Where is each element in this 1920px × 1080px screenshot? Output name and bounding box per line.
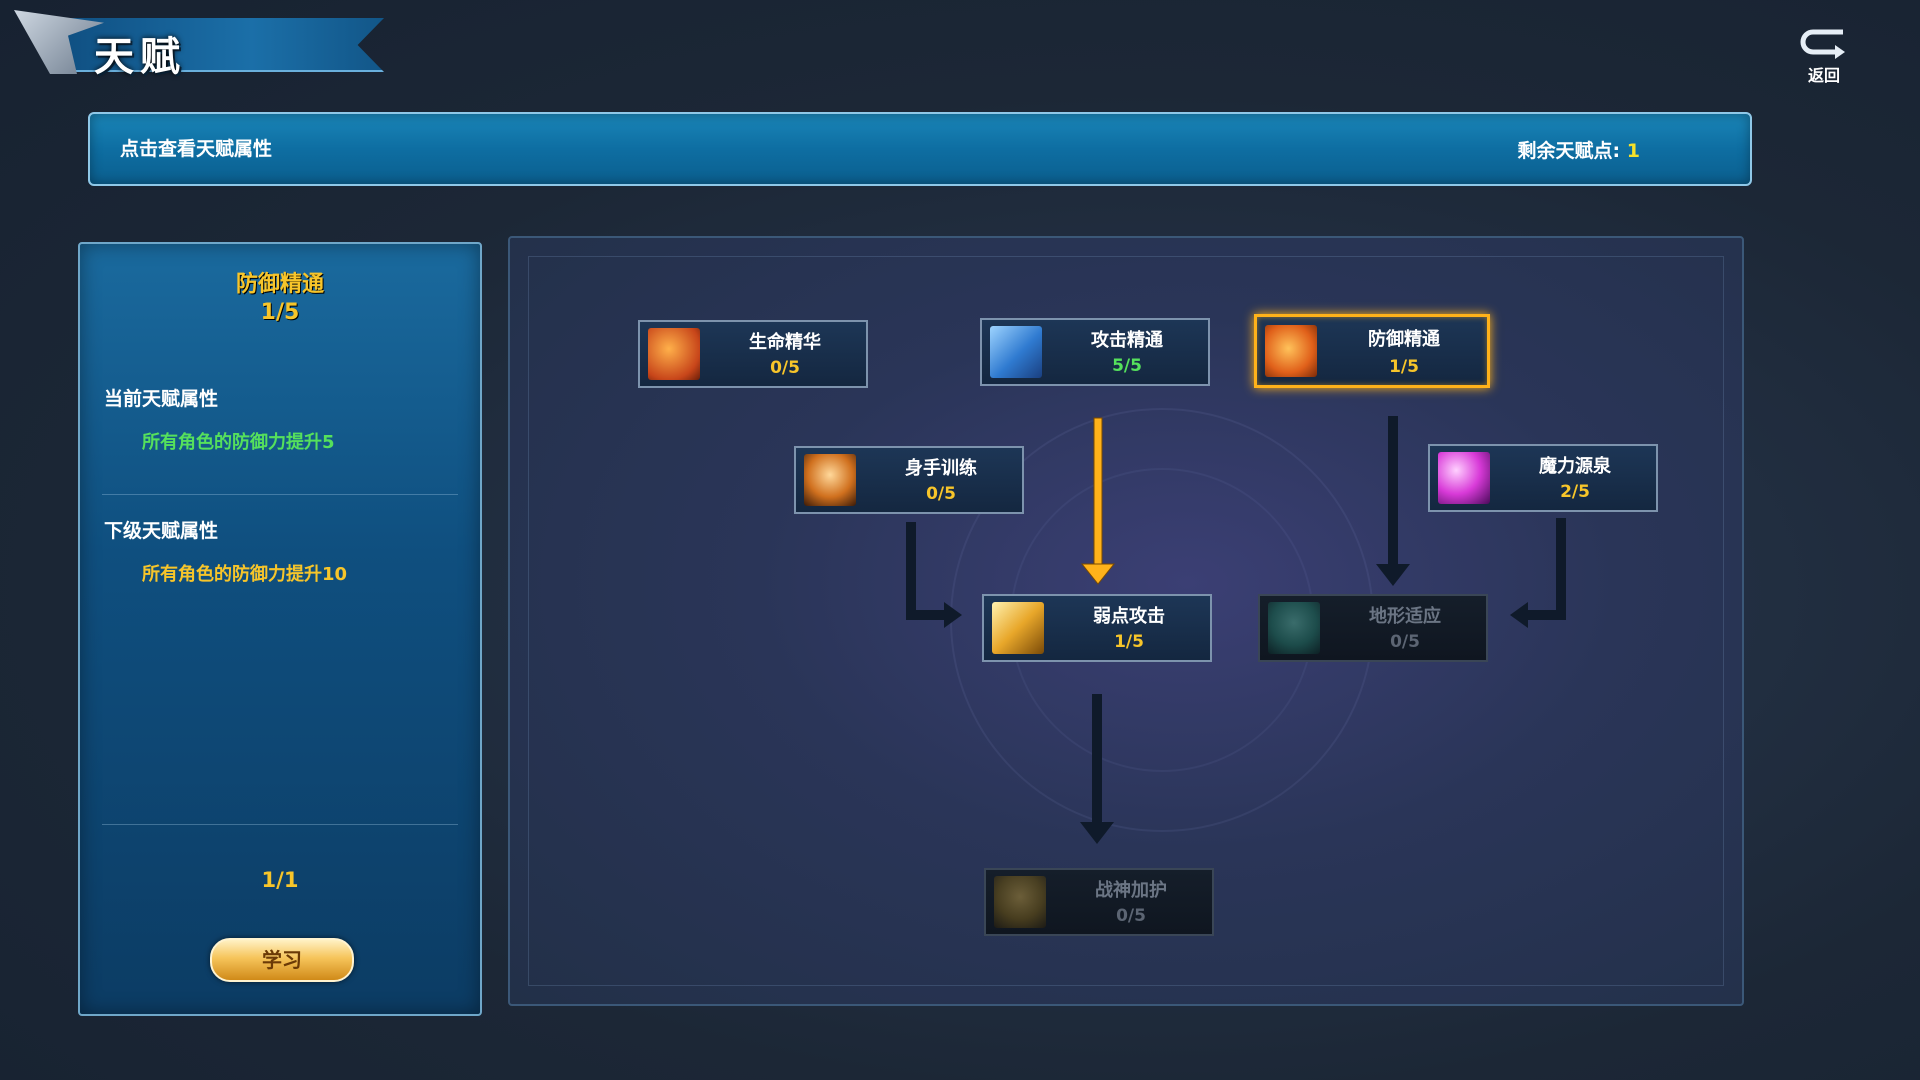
talent-name: 生命精华 <box>749 332 821 353</box>
talent-level: 0/5 <box>1116 906 1146 926</box>
current-attr-title: 当前天赋属性 <box>104 388 219 410</box>
talent-name: 地形适应 <box>1369 606 1441 627</box>
talent-level: 0/5 <box>926 484 956 504</box>
talent-node-weakness-strike[interactable]: 弱点攻击 1/5 <box>982 594 1212 662</box>
defense-mastery-icon <box>1265 325 1317 377</box>
mana-spring-icon <box>1438 452 1490 504</box>
talent-node-mana-spring[interactable]: 魔力源泉 2/5 <box>1428 444 1658 512</box>
talent-name: 弱点攻击 <box>1093 606 1165 627</box>
talent-level: 2/5 <box>1560 482 1590 502</box>
terrain-adapt-icon <box>1268 602 1320 654</box>
talent-level: 5/5 <box>1112 356 1142 376</box>
talent-node-life-essence[interactable]: 生命精华 0/5 <box>638 320 868 388</box>
talent-tree-panel: 生命精华 0/5 攻击精通 5/5 防御精通 1/5 身手训练 0/5 魔力源泉… <box>508 236 1744 1006</box>
talent-level: 1/5 <box>1389 357 1419 377</box>
talent-node-war-god-blessing[interactable]: 战神加护 0/5 <box>984 868 1214 936</box>
divider <box>102 494 458 495</box>
page-title: 天赋 <box>94 34 186 80</box>
war-god-blessing-icon <box>994 876 1046 928</box>
next-attr-title: 下级天赋属性 <box>104 520 219 542</box>
talent-name: 魔力源泉 <box>1539 456 1611 477</box>
current-attr-text: 所有角色的防御力提升5 <box>142 432 335 453</box>
talent-level: 0/5 <box>770 358 800 378</box>
attack-mastery-icon <box>990 326 1042 378</box>
talent-node-agility-training[interactable]: 身手训练 0/5 <box>794 446 1024 514</box>
talent-level: 0/5 <box>1390 632 1420 652</box>
remaining-points-value: 1 <box>1626 140 1640 162</box>
talent-detail-panel: 防御精通 1/5 当前天赋属性 所有角色的防御力提升5 下级天赋属性 所有角色的… <box>78 242 482 1016</box>
learn-count: 1/1 <box>261 868 299 892</box>
learn-button[interactable]: 学习 <box>210 938 354 982</box>
arrow-inactive <box>1080 694 1114 844</box>
talent-name: 防御精通 <box>1368 329 1440 350</box>
return-label: 返回 <box>1807 66 1840 85</box>
detail-header: 防御精通 1/5 <box>80 244 480 344</box>
detail-talent-name: 防御精通 <box>235 272 324 297</box>
next-attr-text: 所有角色的防御力提升10 <box>142 564 348 585</box>
info-bar: 点击查看天赋属性 剩余天赋点: 1 <box>88 112 1752 186</box>
arrow-inactive <box>1376 416 1410 586</box>
return-button[interactable]: 返回 <box>1796 22 1852 92</box>
talent-node-attack-mastery[interactable]: 攻击精通 5/5 <box>980 318 1210 386</box>
arrow-inactive <box>1510 518 1566 628</box>
life-essence-icon <box>648 328 700 380</box>
info-hint: 点击查看天赋属性 <box>120 138 273 160</box>
divider <box>102 824 458 825</box>
agility-training-icon <box>804 454 856 506</box>
title-banner: 天赋 <box>14 10 384 80</box>
title-plate <box>54 18 384 72</box>
talent-name: 战神加护 <box>1095 880 1167 901</box>
talent-name: 攻击精通 <box>1091 330 1163 351</box>
talent-node-defense-mastery[interactable]: 防御精通 1/5 <box>1254 314 1490 388</box>
talent-node-terrain-adapt[interactable]: 地形适应 0/5 <box>1258 594 1488 662</box>
remaining-points: 剩余天赋点: 1 <box>1518 136 1640 163</box>
talent-level: 1/5 <box>1114 632 1144 652</box>
arrow-active <box>1080 417 1116 585</box>
detail-talent-level: 1/5 <box>260 300 300 325</box>
arrow-inactive <box>906 522 962 628</box>
return-arrow-icon <box>1800 29 1845 59</box>
weakness-strike-icon <box>992 602 1044 654</box>
talent-name: 身手训练 <box>905 458 977 479</box>
tree-frame <box>528 256 1724 986</box>
remaining-points-label: 剩余天赋点: <box>1517 140 1627 162</box>
connection-arrows <box>906 416 1566 844</box>
